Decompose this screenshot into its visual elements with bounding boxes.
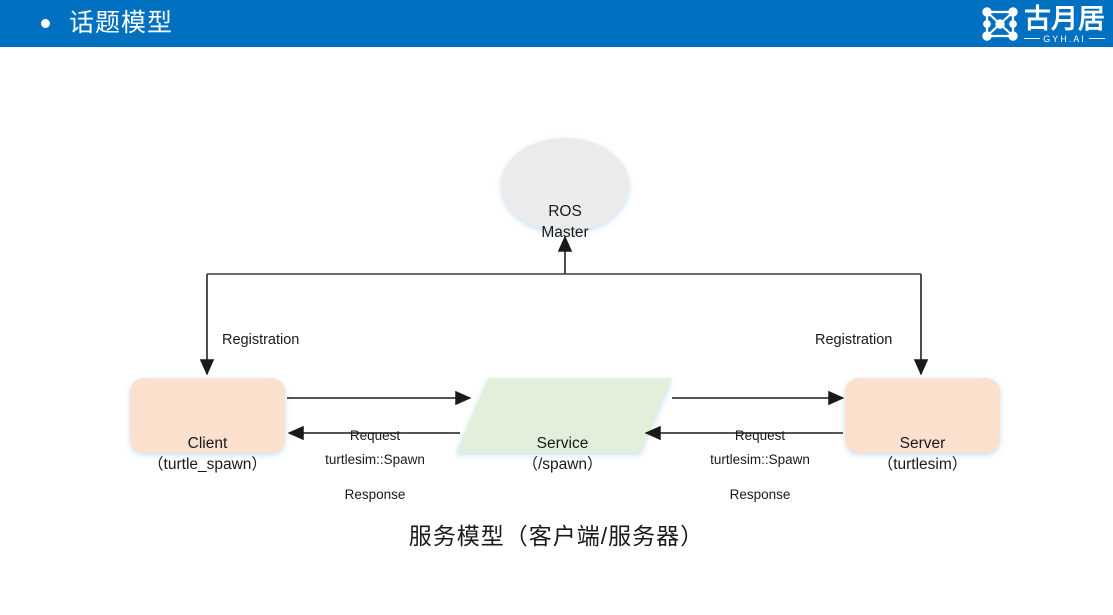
slide-body: ROS Master Client （turtle_spawn） Service… [0,47,1113,615]
client-request-label: Request [349,428,401,443]
logo-brand-en-row: GYH.AI [1024,33,1106,44]
client-line1: Client [187,435,228,452]
service-node [456,378,672,453]
client-message-label: turtlesim::Spawn [325,452,425,467]
client-line2: （turtle_spawn） [148,455,267,473]
logo-brand-en: GYH.AI [1043,33,1086,44]
service-line1: Service [536,435,589,452]
ros-master-label: ROS Master [502,202,628,244]
server-label: Server （turtlesim） [845,434,1000,476]
ros-master-line1: ROS [548,203,582,220]
server-line1: Server [899,435,946,452]
service-label: Service （/spawn） [485,434,640,476]
service-line2: （/spawn） [522,455,603,473]
server-line2: （turtlesim） [877,455,968,473]
registration-left-label: Registration [222,332,300,348]
registration-right-label: Registration [815,332,893,348]
server-message-label: turtlesim::Spawn [710,452,810,467]
diagram-caption: 服务模型（客户端/服务器） [408,523,705,549]
client-node [130,378,285,453]
client-label: Client （turtle_spawn） [130,434,285,476]
service-model-diagram [130,138,1000,453]
server-request-label: Request [734,428,786,443]
slide-header: 话题模型 古月居 [0,0,1113,47]
bullet-dot-icon [41,19,50,28]
page-title: 话题模型 [69,9,174,37]
logo-brand-cn: 古月居 [1024,3,1105,34]
brand-logo: 古月居 GYH.AI [979,2,1106,46]
ros-master-line2: Master [541,223,589,241]
server-node [845,378,1000,453]
node-graph-logo-icon [982,7,1018,41]
client-response-label: Response [344,487,406,502]
server-response-label: Response [729,487,791,502]
logo-rule-left [1024,38,1041,39]
logo-rule-right [1088,38,1106,39]
ros-master-node [501,138,629,232]
